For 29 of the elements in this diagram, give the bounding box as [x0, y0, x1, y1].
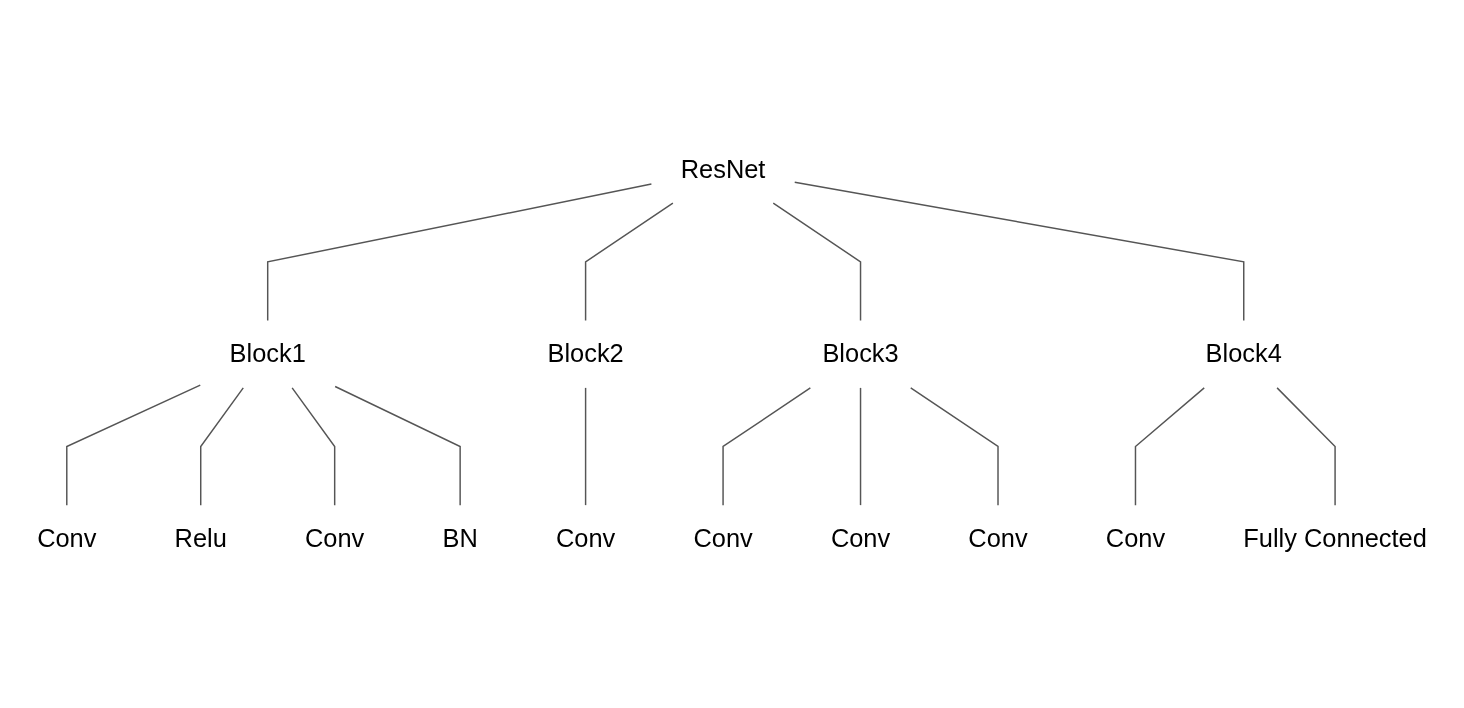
connector: [334, 385, 461, 506]
node-text: Fully Connected: [1243, 523, 1427, 553]
node-text: BN: [442, 523, 478, 553]
node-text: Conv: [555, 523, 616, 553]
connector: [859, 386, 862, 506]
node-text: Conv: [305, 523, 365, 553]
connector: [584, 386, 587, 506]
connector: [266, 183, 653, 322]
connector: [1134, 386, 1205, 506]
connector: [910, 386, 999, 506]
connector: [772, 202, 862, 322]
connector: [584, 202, 674, 322]
node-text: Conv: [37, 523, 97, 553]
node-text: Block2: [547, 338, 624, 369]
connector: [722, 386, 812, 506]
node-text: Conv: [1105, 523, 1166, 553]
node-text: Block1: [229, 338, 306, 369]
connector: [200, 386, 244, 506]
node-text: ResNet: [680, 154, 766, 184]
node-text: Relu: [174, 523, 227, 553]
connector: [794, 181, 1245, 322]
connector: [66, 384, 201, 506]
connector: [1276, 386, 1336, 506]
node-text: Block4: [1205, 338, 1282, 369]
node-text: Conv: [830, 523, 891, 553]
connector: [291, 386, 336, 506]
node-text: Block3: [822, 338, 899, 369]
node-text: Conv: [968, 523, 1028, 553]
node-text: Conv: [693, 523, 753, 553]
